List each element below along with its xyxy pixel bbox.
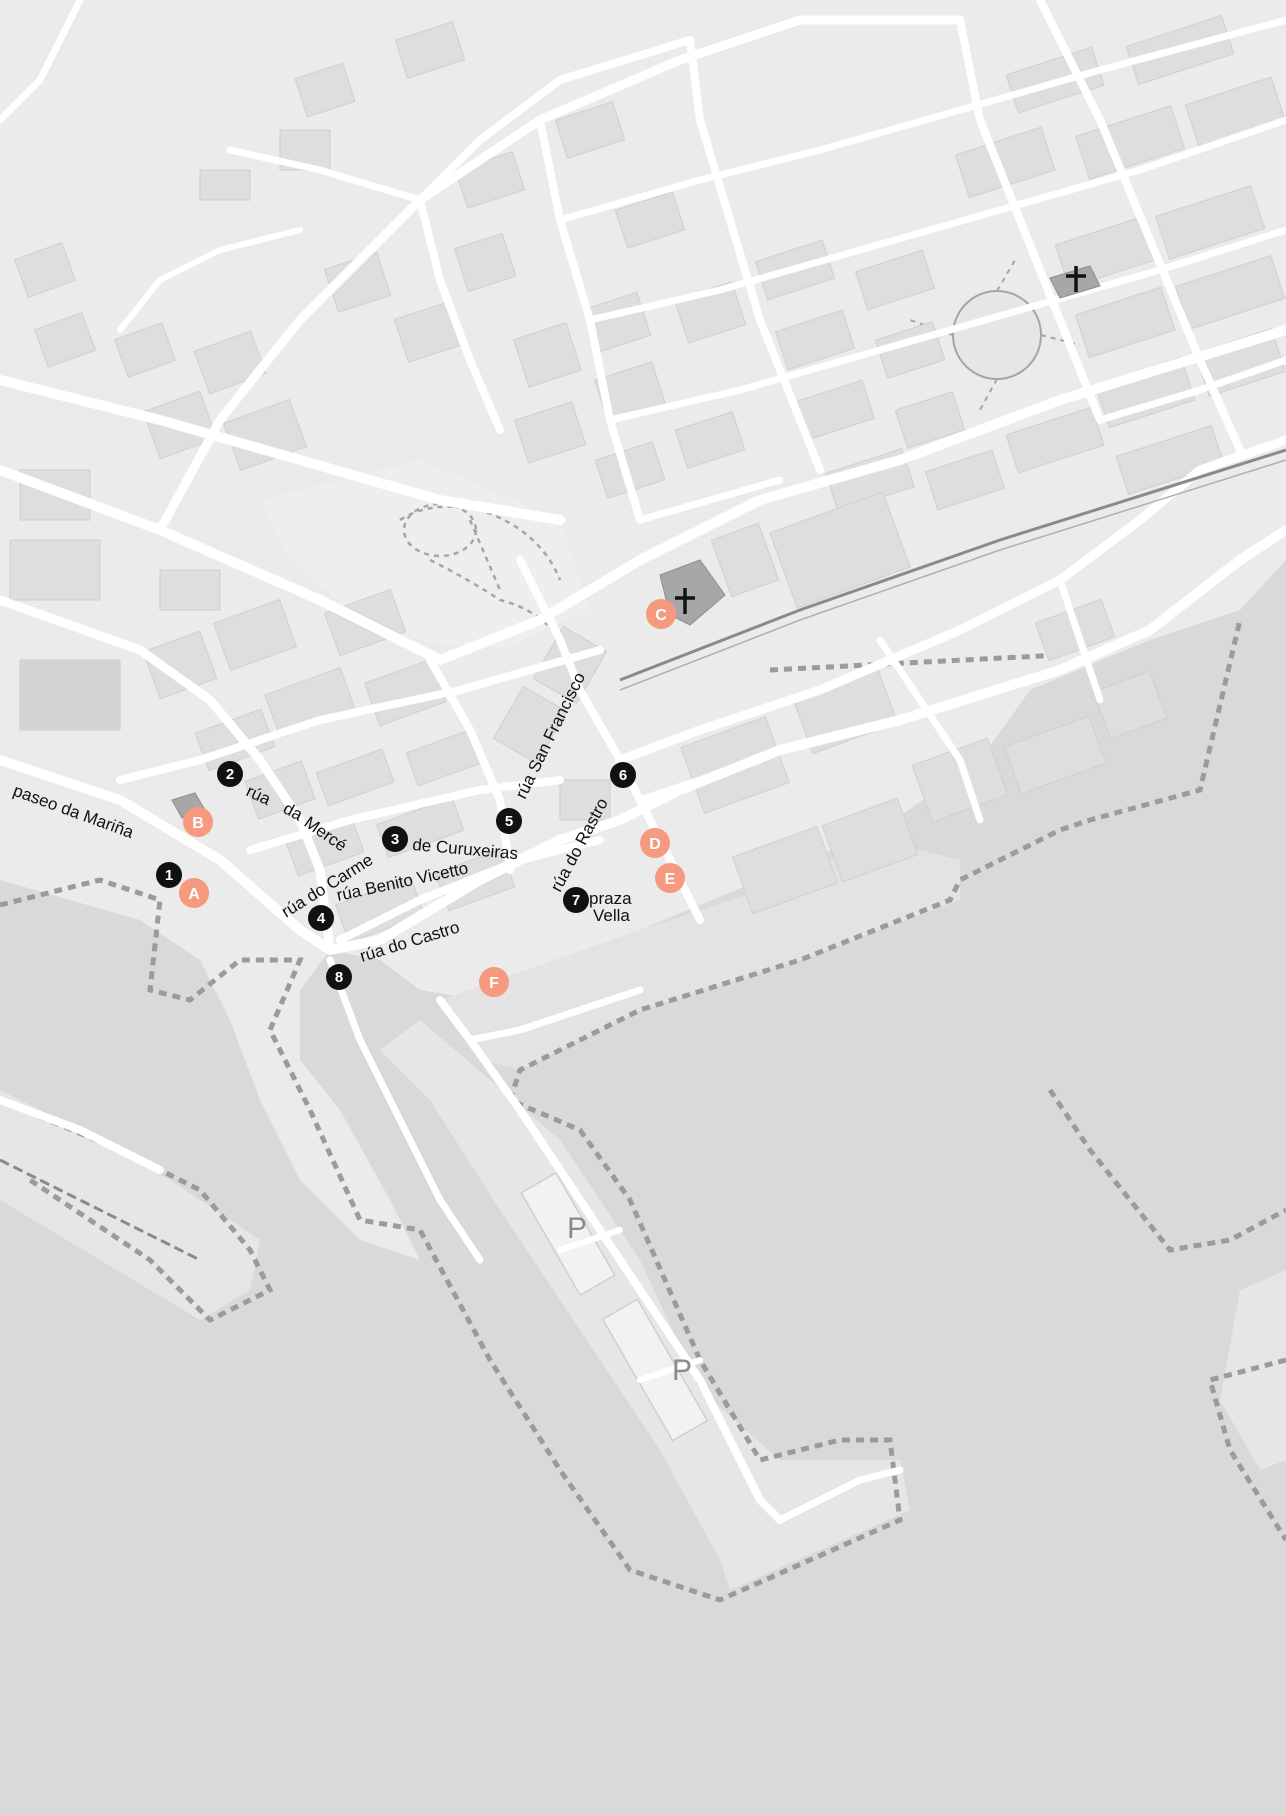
stop-marker-3[interactable]: 3 [382, 826, 408, 852]
pier-main [380, 1020, 910, 1590]
parking-lots [520, 1171, 709, 1442]
roads [0, 0, 1286, 1524]
place-marker-f[interactable]: F [479, 967, 509, 997]
stop-marker-2[interactable]: 2 [217, 761, 243, 787]
parking-label-south: P [672, 1354, 692, 1387]
railway [0, 448, 1286, 1262]
street-label-praza-vella-2: Vella [593, 906, 630, 925]
marina-jetty [0, 1090, 260, 1320]
stop-number: 1 [165, 867, 173, 884]
place-marker-b[interactable]: B [183, 807, 213, 837]
place-marker-e[interactable]: E [655, 863, 685, 893]
church-icon [675, 588, 695, 614]
parking-label-north: P [567, 1212, 587, 1245]
stop-number: 7 [572, 892, 580, 909]
street-label-praza-vella-1: praza [589, 889, 632, 908]
stop-marker-7[interactable]: 7 [563, 887, 589, 913]
stop-number: 6 [619, 767, 627, 784]
place-letter: E [665, 871, 676, 888]
place-marker-a[interactable]: A [179, 878, 209, 908]
place-letter: C [655, 607, 667, 624]
place-marker-d[interactable]: D [640, 828, 670, 858]
stop-marker-6[interactable]: 6 [610, 762, 636, 788]
stop-number: 5 [505, 813, 513, 830]
church-icon [1066, 266, 1086, 292]
stop-number: 4 [317, 910, 326, 927]
stop-marker-4[interactable]: 4 [308, 905, 334, 931]
stop-marker-5[interactable]: 5 [496, 808, 522, 834]
place-letter: D [649, 836, 661, 853]
stop-number: 2 [226, 766, 234, 783]
stop-number: 3 [391, 831, 399, 848]
stop-marker-8[interactable]: 8 [326, 964, 352, 990]
stop-number: 8 [335, 969, 343, 986]
place-letter: B [192, 815, 204, 832]
stop-marker-1[interactable]: 1 [156, 862, 182, 888]
place-marker-c[interactable]: C [646, 599, 676, 629]
place-letter: A [188, 886, 200, 903]
place-letter: F [489, 975, 499, 992]
